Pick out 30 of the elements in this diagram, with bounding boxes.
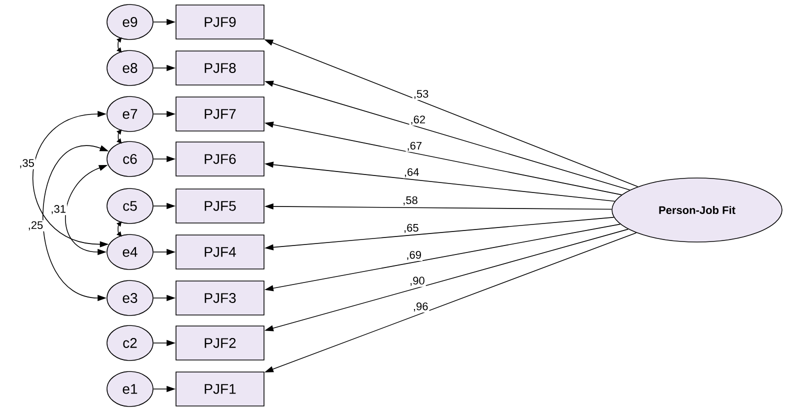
ellipse-node: e9: [106, 4, 154, 40]
edge-label: ,31: [50, 204, 67, 216]
ellipse-node: e1: [106, 371, 154, 407]
measure-box: PJF4: [176, 234, 264, 270]
edge-label: ,62: [409, 114, 427, 126]
ellipse-node: c6: [106, 141, 154, 177]
measure-box: PJF5: [176, 188, 264, 224]
measure-box: PJF2: [176, 326, 264, 360]
measure-box: PJF3: [176, 280, 264, 316]
ellipse-node: e8: [106, 50, 154, 86]
edge-label: ,64: [402, 167, 420, 178]
edge-label: ,96: [412, 301, 430, 313]
ellipse-node: e4: [106, 234, 154, 270]
measure-box: PJF9: [176, 4, 264, 40]
ellipse-node: c5: [106, 188, 154, 224]
measure-box: PJF7: [176, 96, 264, 132]
ellipse-node: e7: [106, 96, 154, 132]
edge-label: ,65: [402, 222, 420, 234]
edge-label: ,25: [26, 220, 44, 232]
ellipse-node: e3: [106, 280, 154, 316]
edge-label: ,90: [408, 276, 426, 287]
ellipse-node: c2: [106, 325, 154, 361]
measure-box: PJF1: [176, 372, 264, 406]
edge-label: ,58: [402, 195, 419, 206]
edge-label: ,69: [405, 250, 422, 262]
edge-label: ,53: [412, 88, 430, 100]
measure-box: PJF6: [176, 142, 264, 176]
edge-label: ,35: [18, 158, 36, 170]
measure-box: PJF8: [176, 50, 264, 86]
edge-label: ,67: [406, 140, 424, 152]
